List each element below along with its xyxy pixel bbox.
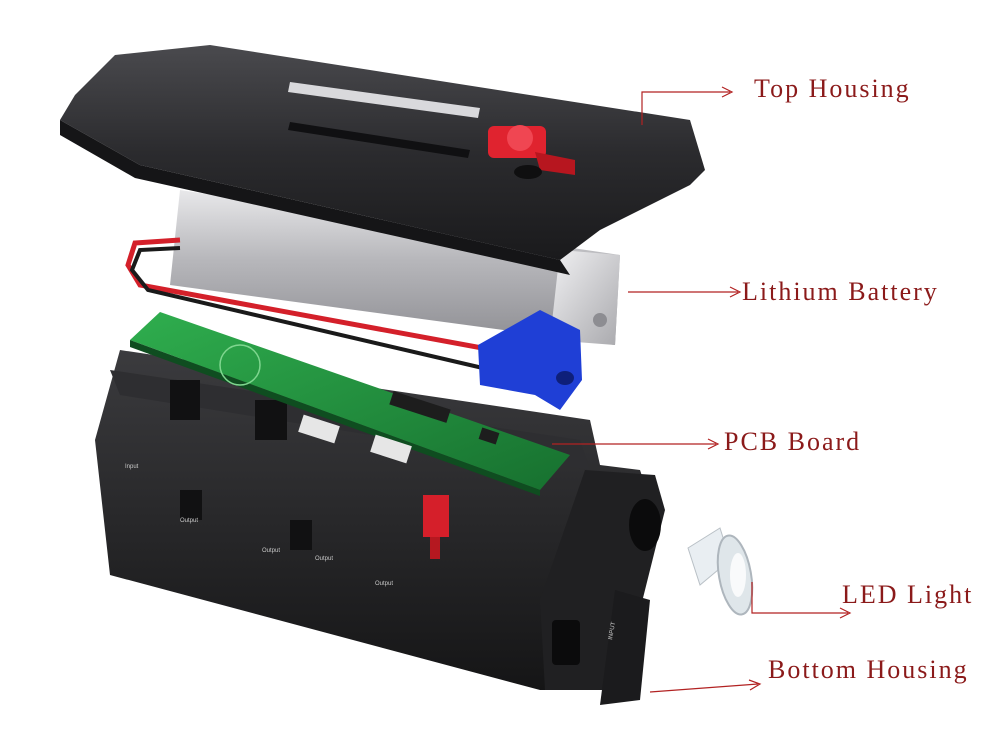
leader-line-led-light [751, 582, 852, 619]
leader-lines [552, 86, 852, 693]
label-lithium-battery: Lithium Battery [742, 277, 939, 306]
input-port-print: Input [125, 464, 139, 470]
flap-print: INPUT [608, 621, 617, 640]
output-port-print-4: Output [375, 581, 393, 587]
leader-line-top-housing [641, 86, 734, 125]
label-top-housing: Top Housing [754, 74, 911, 103]
pcb-board-part [130, 312, 570, 496]
label-bottom-housing: Bottom Housing [768, 655, 969, 684]
leader-line-bottom-housing [649, 679, 762, 693]
output-port-print-2: Output [262, 548, 280, 554]
label-led-light: LED Light [842, 580, 974, 609]
led-light-part [687, 527, 754, 616]
leader-line-pcb-board [552, 438, 720, 450]
label-pcb-board: PCB Board [724, 427, 862, 456]
output-port-print-1: Output [180, 518, 198, 524]
output-port-print-3: Output [315, 556, 333, 562]
leader-line-lithium-battery [628, 286, 742, 298]
top-housing-part [60, 45, 705, 275]
